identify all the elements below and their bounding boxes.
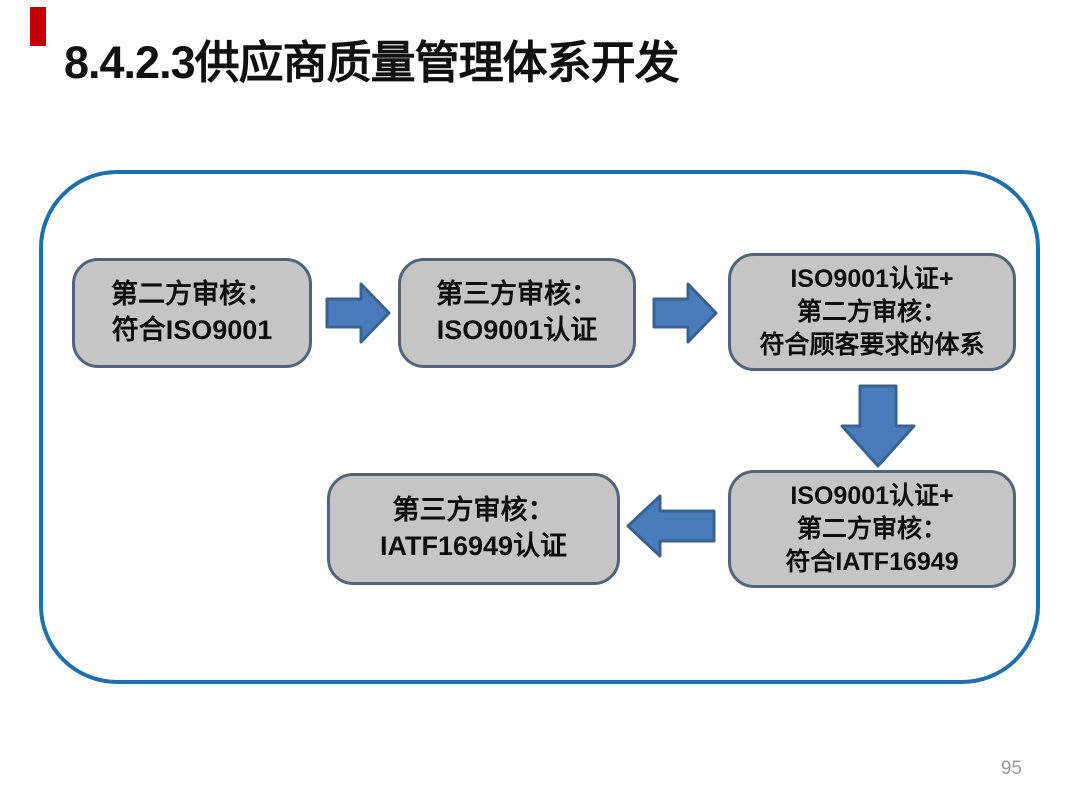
node-text-line: ISO9001认证 xyxy=(436,315,598,345)
left-arrow-icon xyxy=(626,494,716,558)
node-text-line: IATF16949认证 xyxy=(379,531,568,561)
red-accent-bar xyxy=(30,7,46,46)
node-text-line: 符合顾客要求的体系 xyxy=(759,330,985,359)
page-title: 8.4.2.3供应商质量管理体系开发 xyxy=(64,37,680,88)
node-text-line: 第二方审核： xyxy=(796,297,947,326)
flow-node-second-party-audit: 第二方审核： 符合ISO9001 xyxy=(72,258,312,368)
node-text-line: ISO9001认证+ xyxy=(790,481,954,510)
page-number: 95 xyxy=(1000,758,1022,779)
flow-node-iso9001-plus-customer: ISO9001认证+ 第二方审核： 符合顾客要求的体系 xyxy=(728,253,1016,371)
node-text-line: 符合ISO9001 xyxy=(111,315,273,345)
node-text-line: 第三方审核： xyxy=(436,279,598,310)
node-text-line: 第三方审核： xyxy=(392,495,555,526)
flow-node-third-party-audit-iso9001: 第三方审核： ISO9001认证 xyxy=(398,258,636,368)
right-arrow-icon xyxy=(325,282,391,344)
node-text-line: 符合IATF16949 xyxy=(785,547,959,576)
node-text-line: 第二方审核： xyxy=(796,514,947,543)
flow-node-iso9001-plus-iatf16949: ISO9001认证+ 第二方审核： 符合IATF16949 xyxy=(728,470,1016,588)
node-text-line: 第二方审核： xyxy=(111,279,273,310)
flow-node-third-party-audit-iatf16949: 第三方审核： IATF16949认证 xyxy=(327,473,620,585)
right-arrow-icon xyxy=(652,282,718,344)
node-text-line: ISO9001认证+ xyxy=(790,264,954,293)
down-arrow-icon xyxy=(840,384,916,468)
